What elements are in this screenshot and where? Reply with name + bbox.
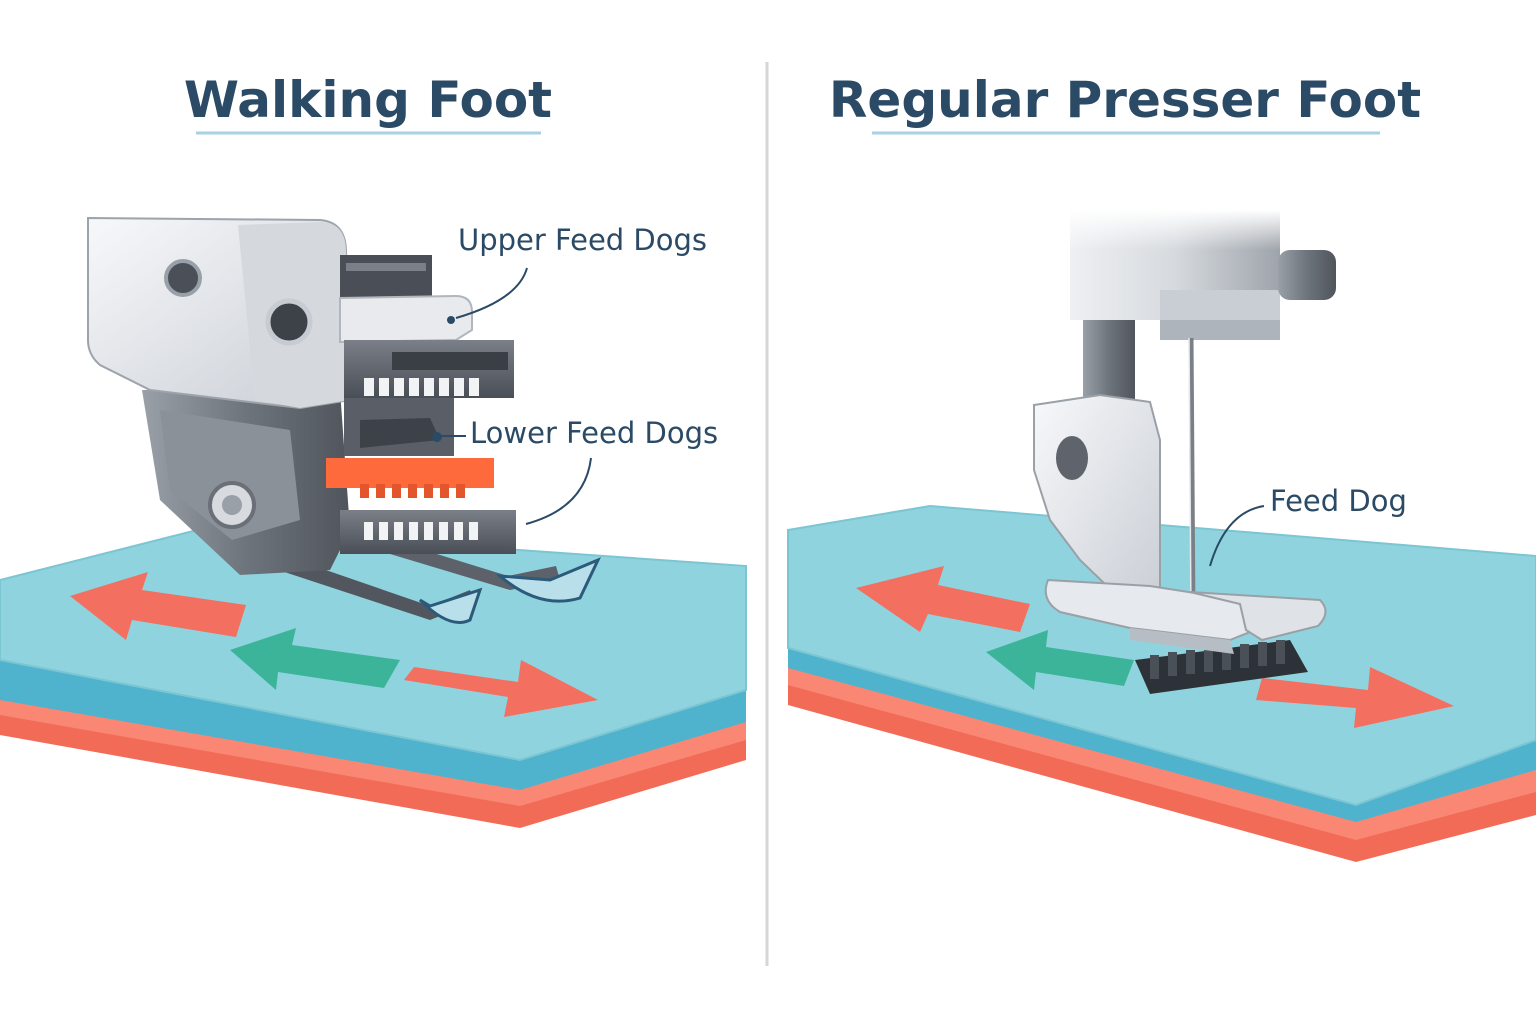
label-lower-feed-dogs: Lower Feed Dogs [470,416,718,450]
leader-lower-feed-dogs-b [525,457,592,525]
arrow-back-right-green [986,630,1134,690]
arrow-back-left-green [230,628,400,690]
walking-foot-icon [87,216,602,624]
presser-foot-title: Regular Presser Foot [829,71,1421,129]
presser-foot-panel: Regular Presser Foot [787,71,1536,862]
arrow-back-right-red [856,566,1030,632]
needle-icon [1188,337,1196,619]
fabric-stack-right [787,504,1536,862]
arrow-forward-left-red [404,660,598,717]
upper-feed-dog-teeth [364,378,479,396]
leader-upper-feed-dogs [455,267,528,319]
label-feed-dog: Feed Dog [1270,484,1407,518]
presser-foot-icon [1033,210,1336,654]
label-upper-feed-dogs: Upper Feed Dogs [458,223,707,257]
feed-dog-plate [1135,640,1308,694]
feed-dog-icon [326,458,494,498]
lower-feed-dog-teeth [364,522,478,540]
walking-foot-title: Walking Foot [184,71,552,129]
screw-upper-left [164,259,202,297]
leader-feed-dog [1209,505,1265,567]
arrow-back-left-red [70,572,246,640]
screw-upper-right [265,298,313,346]
arrow-forward-right-red [1256,667,1454,728]
walking-foot-panel: Walking Foot [0,71,747,828]
